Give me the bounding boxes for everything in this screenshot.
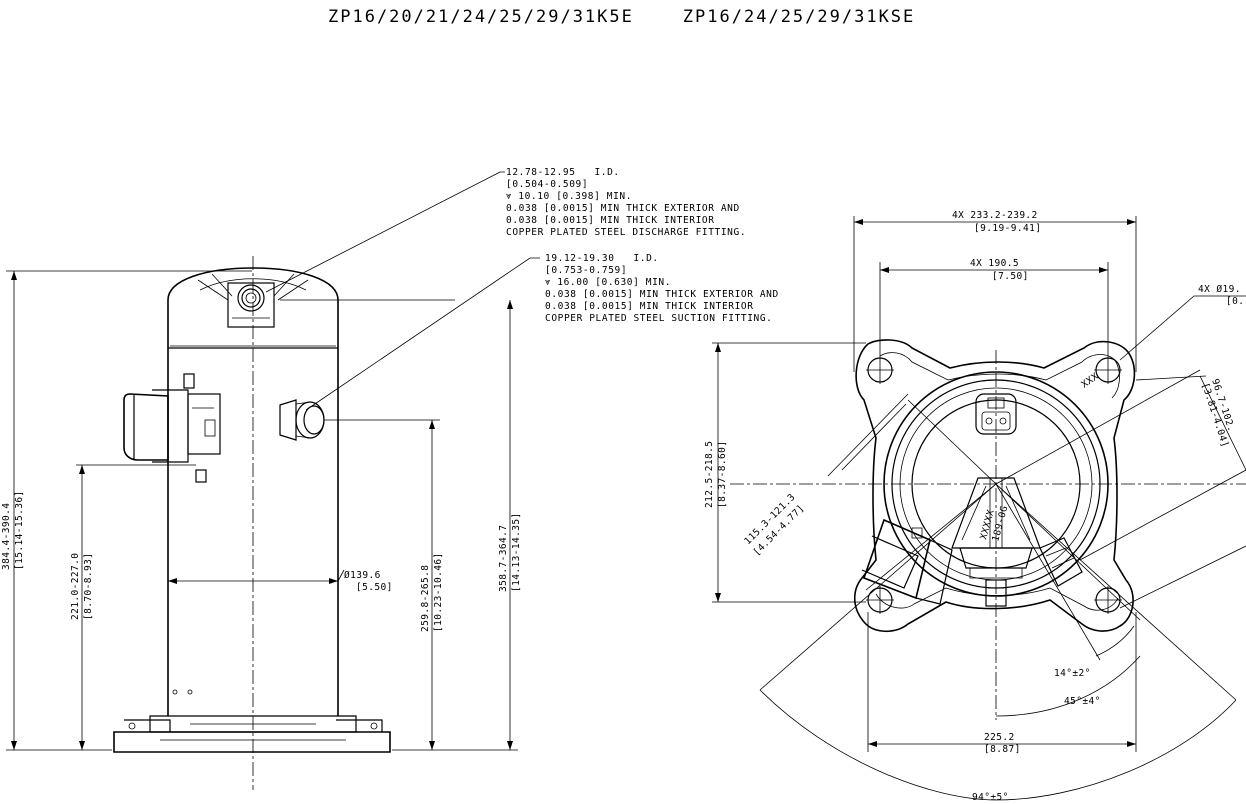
side-view: 384.4-390.4 [15.14-15.36] 221.0-227.0 [8… bbox=[1, 256, 522, 790]
dim-bolt-span: 4X 190.5 bbox=[970, 258, 1019, 269]
dim-diameter-in: [5.50] bbox=[356, 582, 393, 593]
shell-outline bbox=[167, 300, 339, 716]
dim-outer-span: 4X 233.2-239.2 bbox=[952, 210, 1038, 221]
svg-text:COPPER PLATED STEEL DISCHARGE: COPPER PLATED STEEL DISCHARGE FITTING. bbox=[506, 227, 746, 238]
dim-discharge-height: 358.7-364.7 bbox=[498, 525, 509, 592]
top-view: XXXXX 189-0G XXX 4X 233.2-239.2 [9.19-9.… bbox=[704, 210, 1246, 803]
dim-suction-height-in: [10.23-10.46] bbox=[433, 552, 444, 632]
dim-diameter: Ø139.6 bbox=[344, 570, 381, 581]
angle-arc-big bbox=[759, 689, 1237, 801]
marking-xxx: XXX bbox=[1079, 371, 1100, 391]
svg-text:0.038 [0.0015] MIN THICK EXTER: 0.038 [0.0015] MIN THICK EXTERIOR AND bbox=[545, 289, 779, 300]
svg-text:0.038 [0.0015] MIN THICK INTER: 0.038 [0.0015] MIN THICK INTERIOR bbox=[545, 301, 754, 312]
svg-text:COPPER PLATED STEEL SUCTION FI: COPPER PLATED STEEL SUCTION FITTING. bbox=[545, 313, 773, 324]
dim-angle-94: 94°±5° bbox=[972, 792, 1009, 803]
dim-terminal-height: 221.0-227.0 bbox=[70, 553, 81, 620]
top-terminal-box bbox=[861, 518, 953, 605]
angle-arc-small bbox=[1095, 625, 1135, 657]
svg-text:12.78-12.95 I.D.: 12.78-12.95 I.D. bbox=[506, 167, 620, 178]
svg-text:[0.504-0.509]: [0.504-0.509] bbox=[506, 179, 588, 190]
suction-fitting bbox=[279, 399, 325, 441]
svg-text:[0.753-0.759]: [0.753-0.759] bbox=[545, 265, 627, 276]
discharge-note: 12.78-12.95 I.D. [0.504-0.509] ⩔ 10.10 [… bbox=[506, 167, 746, 238]
mounting-holes bbox=[866, 356, 1122, 614]
dim-width-in: [8.87] bbox=[984, 744, 1021, 755]
terminal-box bbox=[123, 373, 221, 483]
dim-angle-45: 45°±4° bbox=[1064, 696, 1101, 707]
dim-hole-in: [0. bbox=[1226, 296, 1244, 307]
dim-angle-14: 14°±2° bbox=[1054, 668, 1091, 679]
dim-bolt-span-in: [7.50] bbox=[992, 271, 1029, 282]
dim-hole: 4X Ø19. bbox=[1198, 284, 1241, 295]
dim-outer-span-in: [9.19-9.41] bbox=[974, 223, 1041, 234]
angle-arc-mid bbox=[995, 655, 1141, 717]
suction-leader bbox=[305, 257, 540, 411]
dim-depth: 212.5-218.5 bbox=[704, 441, 715, 508]
discharge-fitting bbox=[227, 282, 275, 328]
svg-text:0.038 [0.0015] MIN THICK EXTER: 0.038 [0.0015] MIN THICK EXTERIOR AND bbox=[506, 203, 740, 214]
dim-terminal-height-in: [8.70-8.93] bbox=[83, 553, 94, 620]
dim-width: 225.2 bbox=[984, 732, 1015, 743]
base-plate bbox=[113, 715, 391, 753]
model-title: ZP16/20/21/24/25/29/31K5E ZP16/24/25/29/… bbox=[328, 7, 915, 27]
dim-overall-height-in: [15.14-15.36] bbox=[14, 490, 25, 570]
dim-depth-in: [8.37-8.60] bbox=[717, 441, 728, 508]
svg-text:19.12-19.30 I.D.: 19.12-19.30 I.D. bbox=[545, 253, 659, 264]
svg-text:0.038 [0.0015] MIN THICK INTER: 0.038 [0.0015] MIN THICK INTERIOR bbox=[506, 215, 715, 226]
dim-suction-height: 259.8-265.8 bbox=[420, 565, 431, 632]
svg-text:⩔ 16.00 [0.630] MIN.: ⩔ 16.00 [0.630] MIN. bbox=[545, 277, 671, 288]
top-suction-fitting bbox=[1039, 537, 1083, 587]
discharge-leader bbox=[265, 171, 505, 293]
dim-discharge-height-in: [14.13-14.35] bbox=[511, 512, 522, 592]
dim-overall-height: 384.4-390.4 bbox=[1, 503, 12, 570]
suction-note: 19.12-19.30 I.D. [0.753-0.759] ⩔ 16.00 [… bbox=[545, 253, 779, 324]
svg-text:⩔ 10.10 [0.398] MIN.: ⩔ 10.10 [0.398] MIN. bbox=[506, 191, 632, 202]
